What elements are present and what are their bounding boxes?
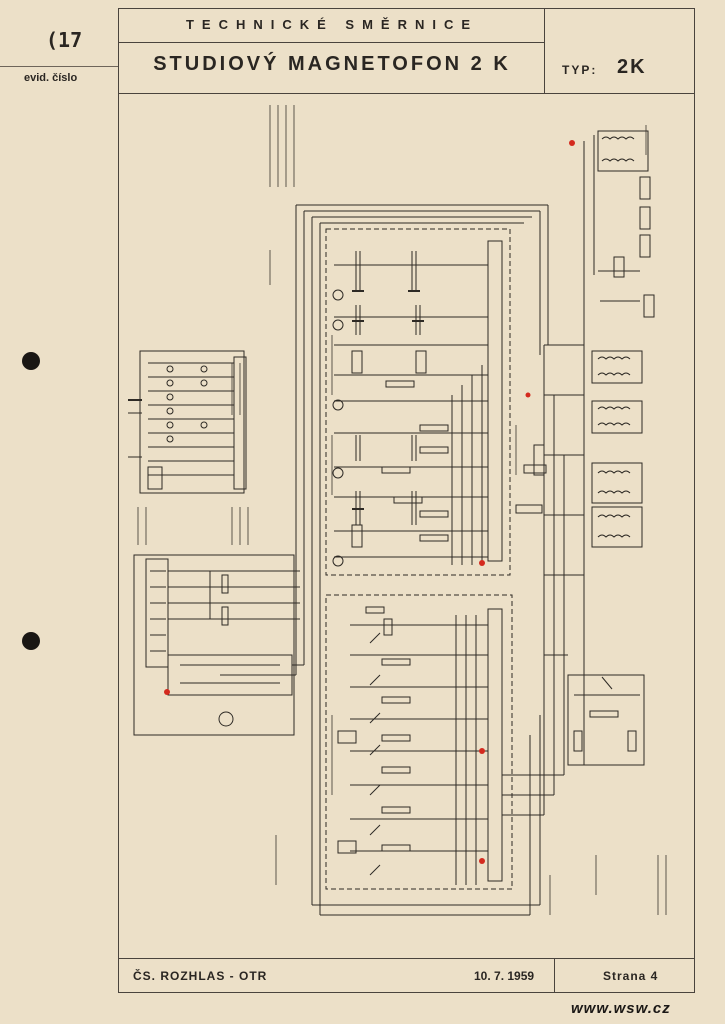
footer-date: 10. 7. 1959 (474, 969, 535, 983)
watermark: www.wsw.cz (571, 1000, 671, 1017)
annotation-marks (137, 105, 667, 915)
page-number: (17 (46, 28, 83, 52)
connector-block-upper (128, 350, 247, 494)
type-label: TYP: (562, 63, 598, 77)
red-markers (164, 140, 575, 864)
header-divider-vertical (544, 8, 545, 93)
binder-hole (22, 632, 40, 650)
page-title: STUDIOVÝ MAGNETOFON 2 K (153, 53, 511, 75)
binder-hole (22, 352, 40, 370)
footer-organization: ČS. ROZHLAS - OTR (133, 969, 268, 983)
footer-page: Strana 4 (603, 969, 659, 983)
footer-top-rule (118, 958, 695, 959)
margin-rule (0, 66, 118, 67)
drawing-frame (118, 8, 695, 993)
header-bottom-rule (118, 93, 695, 94)
relay-group-lower (325, 594, 513, 890)
circuit-schematic (128, 105, 667, 916)
type-value: 2K (617, 56, 647, 78)
header-divider (118, 42, 544, 43)
connector-block-lower (133, 554, 300, 736)
subtitle: TECHNICKÉ SMĚRNICE (185, 17, 479, 32)
bus-lines (220, 204, 549, 916)
footer-divider (554, 958, 555, 993)
right-components (502, 130, 655, 816)
evid-label: evid. číslo (24, 72, 78, 84)
relay-group-upper (325, 228, 511, 576)
